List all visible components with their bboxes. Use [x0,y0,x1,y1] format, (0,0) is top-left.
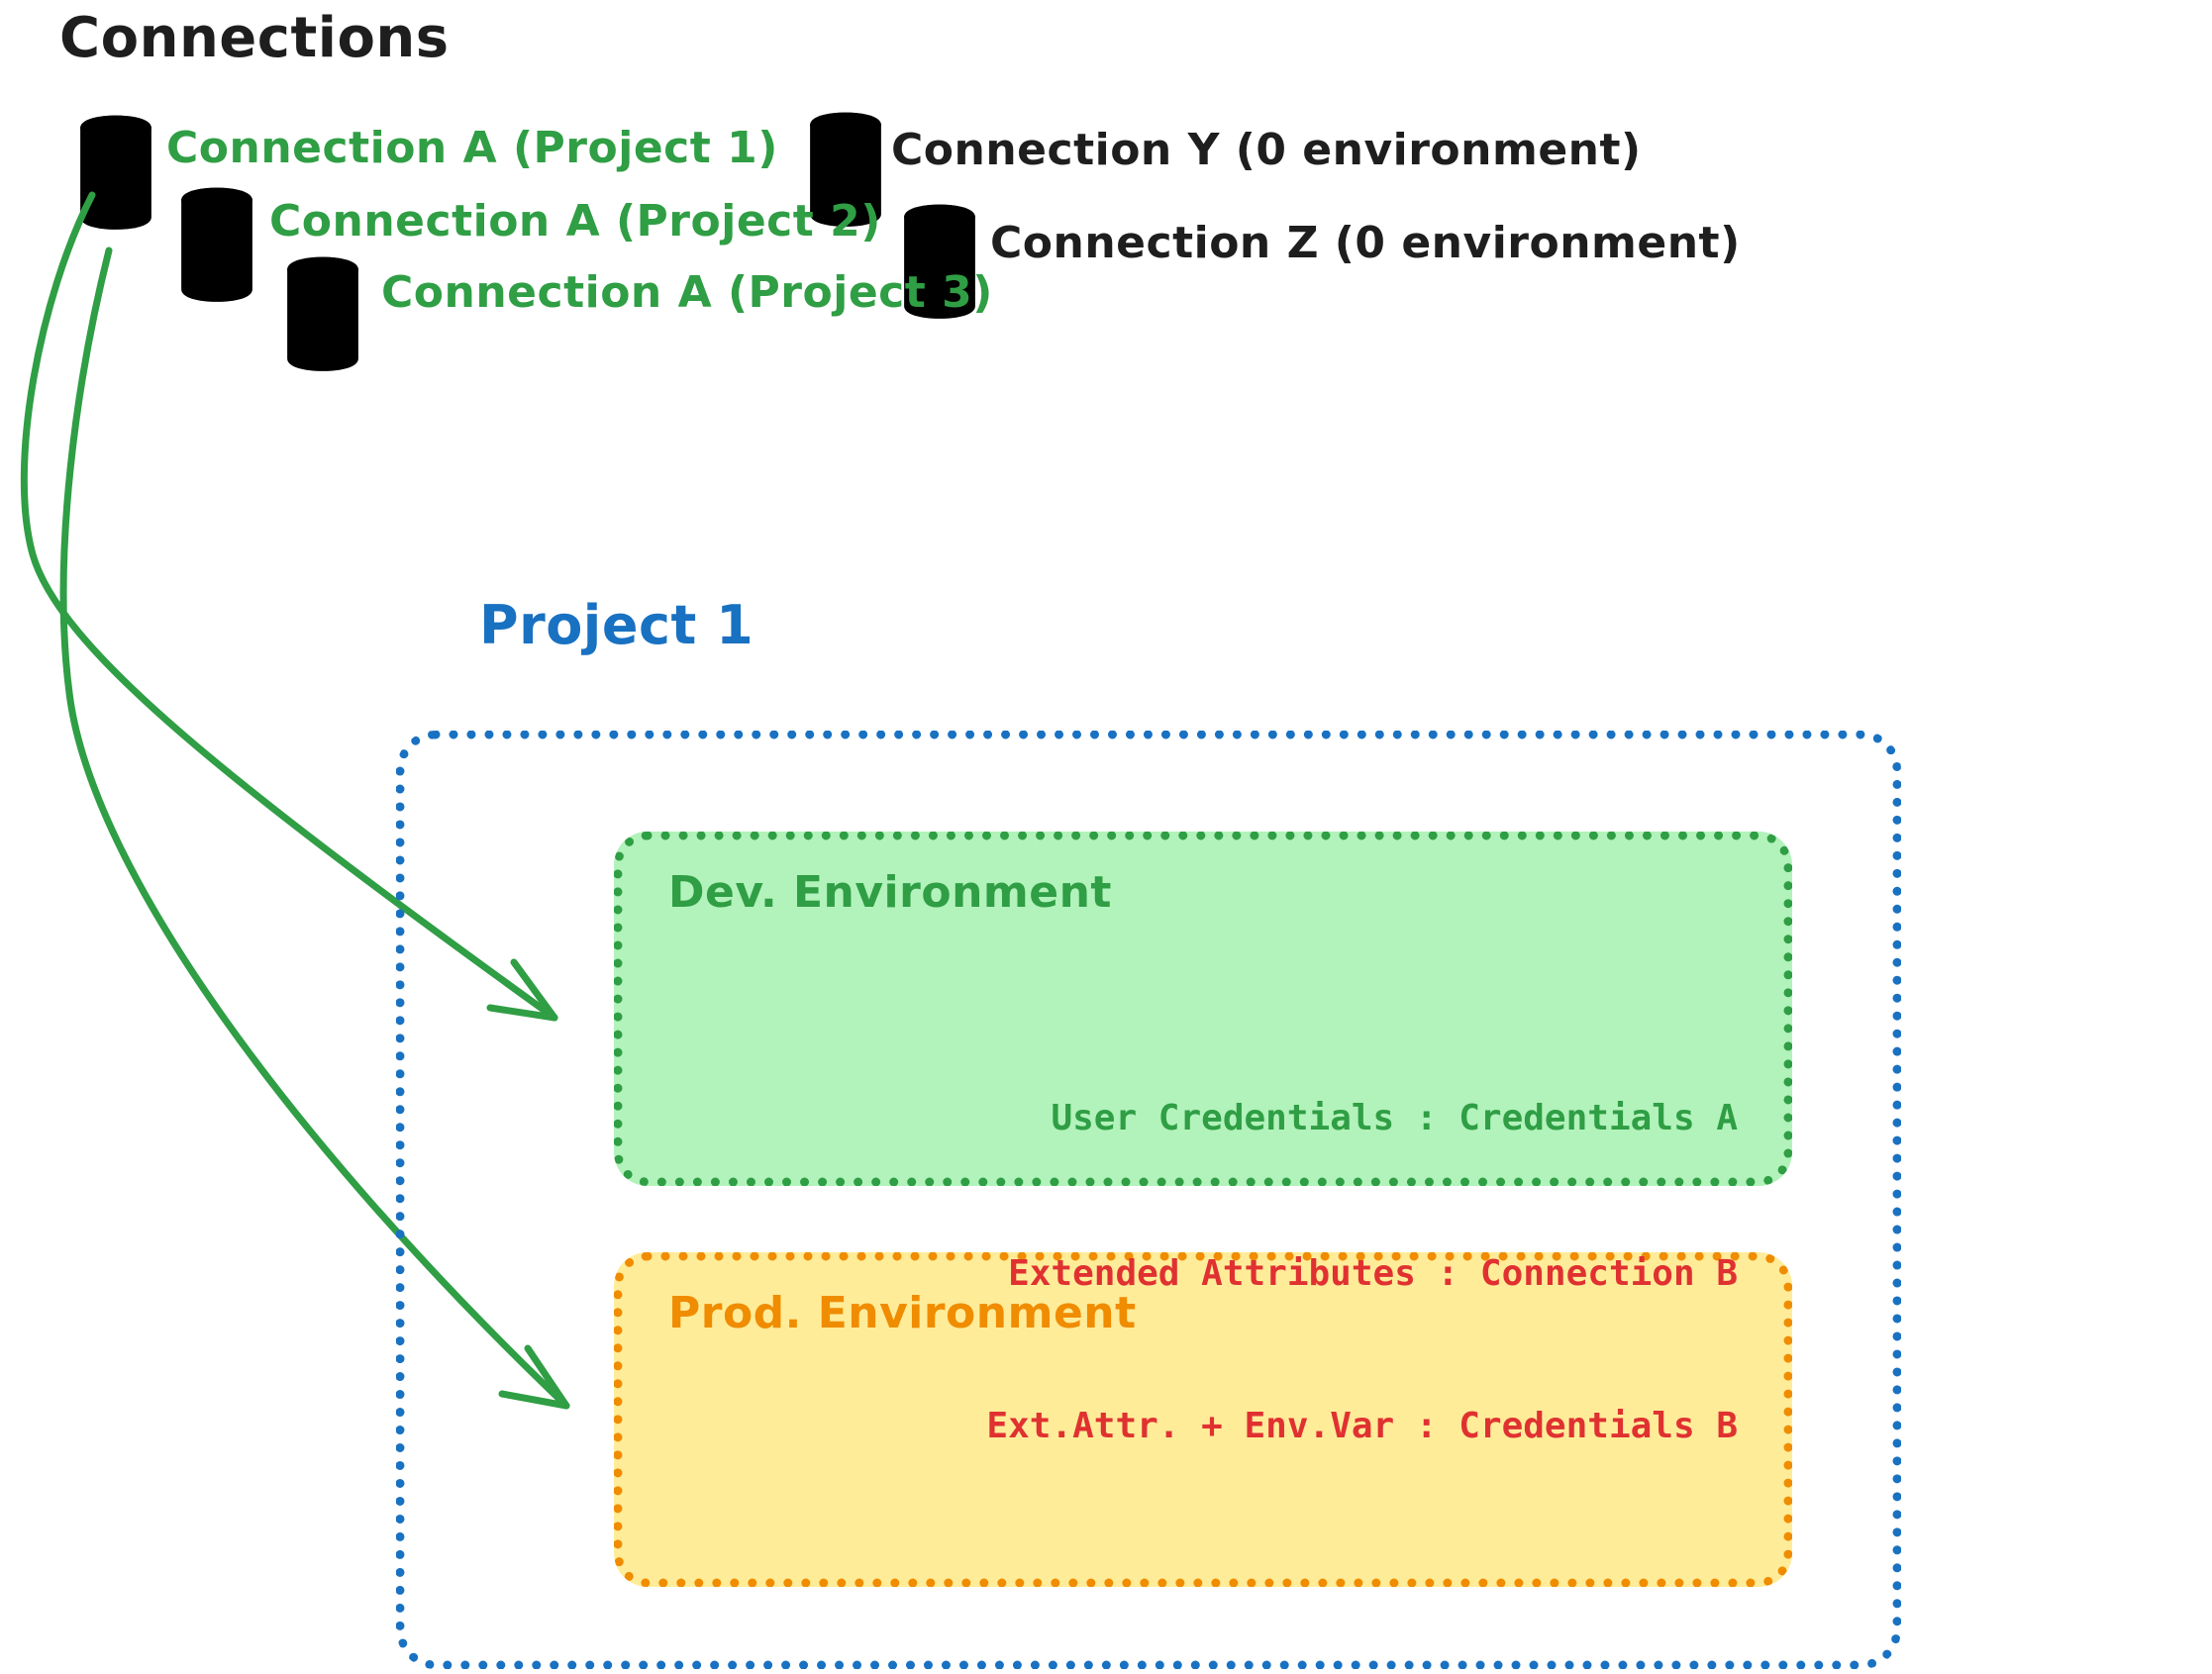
label-connection-a-project-1: Connection A (Project 1) [166,123,778,173]
dev-environment-details: User Credentials : Credentials A [1051,1097,1738,1138]
project-1-boundary [396,731,1901,1669]
label-connection-a-project-3: Connection A (Project 3) [381,267,993,318]
project-title: Project 1 [479,594,754,656]
label-connection-y: Connection Y (0 environment) [891,125,1642,175]
prod-detail-line-2: Ext.Attr. + Env.Var : Credentials B [986,1405,1738,1446]
prod-environment-details: Extended Attributes : Connection B Ext.A… [986,1147,1738,1552]
label-connection-a-project-2: Connection A (Project 2) [269,196,881,246]
database-cylinder-icon-connection-a-project-2 [181,187,252,302]
prod-environment-box: Prod. Environment Extended Attributes : … [614,1252,1792,1587]
database-cylinder-icon-connection-a-project-1 [80,115,151,230]
page-title: Connections [59,6,450,70]
dev-environment-title: Dev. Environment [668,867,1112,918]
label-connection-z: Connection Z (0 environment) [990,218,1741,268]
prod-environment-title: Prod. Environment [668,1288,1137,1338]
dev-environment-box: Dev. Environment User Credentials : Cred… [614,832,1792,1186]
database-cylinder-icon-connection-a-project-3 [287,256,358,371]
prod-detail-line-1: Extended Attributes : Connection B [1008,1253,1738,1295]
